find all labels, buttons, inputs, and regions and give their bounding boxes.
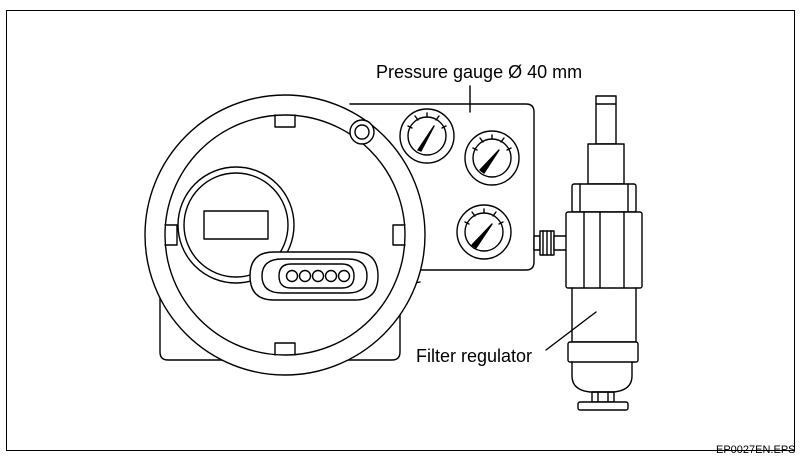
- connecting-fitting: [533, 230, 569, 256]
- pressure-gauge-2: [464, 130, 520, 186]
- button-1: [285, 269, 299, 283]
- button-strip-inner: [261, 258, 368, 294]
- filter-regulator-label: Filter regulator: [416, 346, 533, 366]
- filter-regulator-leader: [545, 311, 597, 351]
- button-4: [324, 269, 338, 283]
- pressure-gauge-label: Pressure gauge Ø 40 mm: [376, 62, 583, 82]
- filter-regulator-unit: [565, 95, 643, 411]
- pressure-gauge-3: [456, 204, 512, 260]
- cover-inner-ring: [164, 114, 406, 356]
- cover-notch-left: [164, 224, 178, 246]
- cover-notch-right: [392, 224, 406, 246]
- button-2: [298, 269, 312, 283]
- diagram-frame: [6, 10, 795, 451]
- cover-notch-bottom: [274, 342, 296, 356]
- button-3: [311, 269, 325, 283]
- button-5: [337, 269, 351, 283]
- plug-outer: [349, 119, 375, 145]
- display-window-inner: [183, 172, 289, 278]
- cover-notch-top: [274, 114, 296, 128]
- file-name: EP0027EN.EPS: [716, 444, 796, 456]
- pressure-gauge-1: [399, 108, 455, 164]
- lcd-display: [203, 210, 269, 240]
- plug-inner: [354, 124, 370, 140]
- button-strip-window: [278, 263, 355, 289]
